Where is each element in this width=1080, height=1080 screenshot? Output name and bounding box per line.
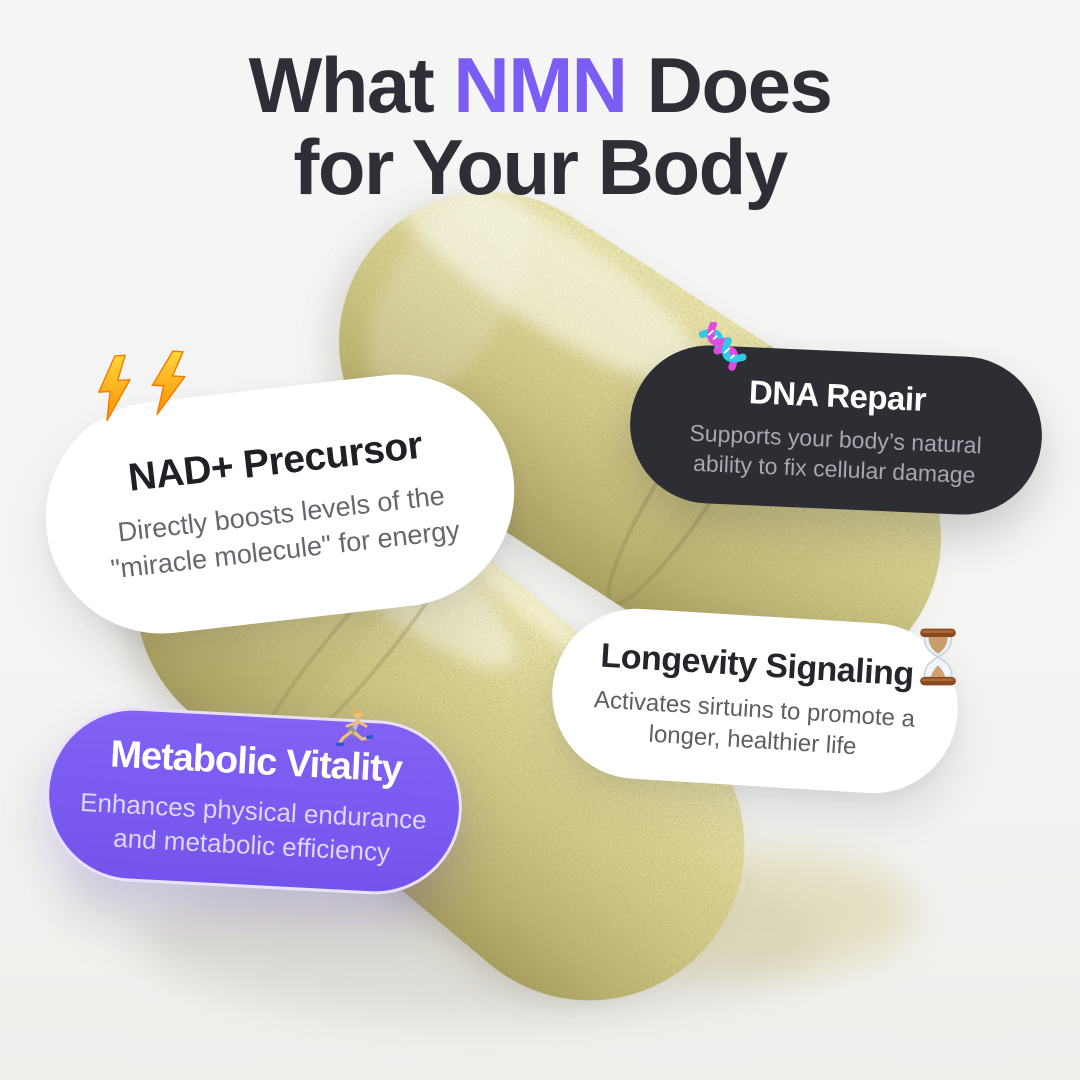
dna-icon bbox=[694, 322, 752, 374]
card-longevity-title: Longevity Signaling bbox=[599, 636, 915, 694]
runner-icon bbox=[335, 708, 373, 752]
card-longevity-signaling: Longevity Signaling Activates sirtuins t… bbox=[547, 603, 963, 799]
card-dna-repair: DNA Repair Supports your body’s natural … bbox=[626, 342, 1046, 518]
lightning-icon bbox=[145, 348, 191, 418]
title-text-pre: What bbox=[248, 41, 454, 129]
title-text-post: Does bbox=[626, 41, 833, 129]
title-line-1: What NMN Does bbox=[0, 44, 1080, 126]
title-line-2: for Your Body bbox=[293, 123, 788, 211]
title-highlight-nmn: NMN bbox=[453, 41, 628, 129]
card-dna-title: DNA Repair bbox=[748, 372, 927, 418]
card-dna-body: Supports your body’s natural ability to … bbox=[688, 417, 983, 490]
hourglass-icon bbox=[917, 627, 959, 687]
card-metabolic-vitality: Metabolic Vitality Enhances physical end… bbox=[41, 703, 467, 899]
card-metabolic-body: Enhances physical endurance and metaboli… bbox=[78, 784, 428, 870]
lightning-icon bbox=[92, 353, 137, 424]
page-title: What NMN Does for Your Body bbox=[0, 44, 1080, 208]
card-longevity-body: Activates sirtuins to promote a longer, … bbox=[591, 684, 916, 766]
